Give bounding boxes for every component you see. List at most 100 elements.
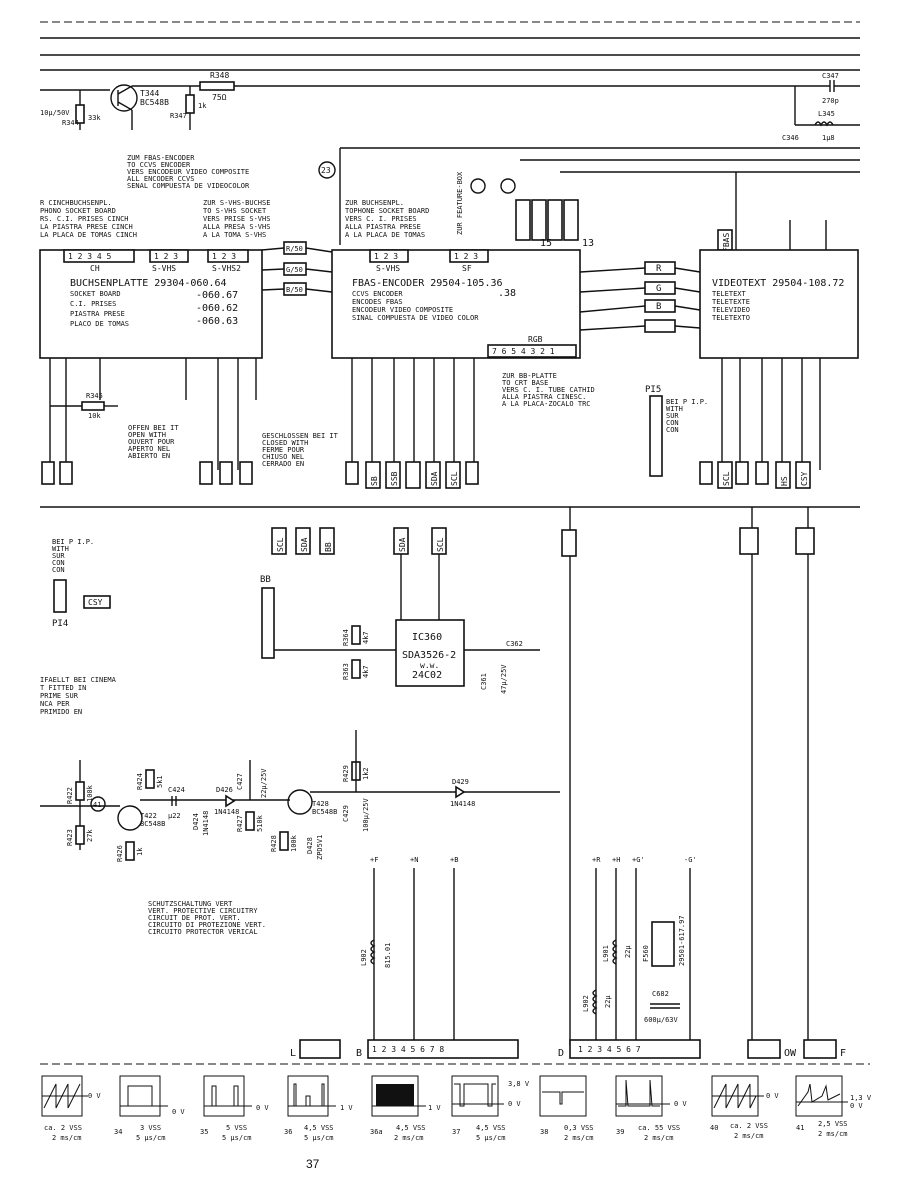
csy-box	[83, 595, 111, 609]
fbas-sf-connector	[449, 249, 489, 263]
buchsenplatte-board	[39, 249, 263, 359]
r429-value: 1k2	[362, 767, 370, 780]
svhs-label: S-VHS	[152, 264, 176, 273]
fbas-line-4: SINAL COMPUESTA DE VIDEO COLOR	[352, 314, 479, 322]
pin-ry	[547, 199, 563, 241]
l903-value: 815.01	[384, 943, 392, 968]
wave-36-value: 4,5 VSS	[304, 1124, 334, 1132]
svg-text:CHIUSO NEL: CHIUSO NEL	[262, 453, 304, 461]
ch-label: CH	[90, 264, 100, 273]
rgb-connector	[487, 344, 577, 358]
page-number: 37	[306, 1157, 320, 1171]
wave-36-time: 5 µs/cm	[304, 1134, 334, 1142]
buchsen-line-4: PLACO DE TOMAS	[70, 320, 129, 328]
transistor-t422-symbol	[117, 805, 143, 831]
svg-text:TOPHONE SOCKET BOARD: TOPHONE SOCKET BOARD	[345, 207, 429, 215]
wire	[117, 101, 133, 111]
wave-39-value: ca. 55 VSS	[638, 1124, 680, 1132]
waveform-panel-37	[451, 1075, 504, 1117]
csy-label: CSY	[800, 471, 809, 486]
c429-value: 100µ/25V	[362, 797, 370, 832]
svg-text:FERME POUR: FERME POUR	[262, 446, 305, 454]
svg-text:VERS PRISE S-VHS: VERS PRISE S-VHS	[203, 215, 270, 223]
resistor-r363	[351, 659, 361, 679]
wave-37-value: 4,5 VSS	[476, 1124, 506, 1132]
svg-text:RS. C.I. PRISES CINCH: RS. C.I. PRISES CINCH	[40, 215, 129, 223]
sda-bb-label: SDA	[300, 537, 309, 552]
wave-41-ref: 1,3 V	[850, 1094, 872, 1102]
waveform-panel-35	[203, 1075, 252, 1117]
wave-39-time: 2 ms/cm	[644, 1134, 674, 1142]
ssb-label: SSB	[390, 471, 399, 486]
svg-text:ALL ENCODER CCVS: ALL ENCODER CCVS	[127, 175, 194, 183]
connector-d-pins: 1 2 3 4 5 6 7	[578, 1045, 641, 1054]
transistor-t344-symbol	[110, 84, 138, 112]
svg-text:OUVERT POUR: OUVERT POUR	[128, 438, 175, 446]
r344-value: 33k	[88, 114, 101, 122]
r422-ref: R422	[66, 787, 74, 804]
connector-ow-label: OW	[784, 1048, 797, 1059]
svg-text:OPEN WITH: OPEN WITH	[128, 431, 166, 439]
connector-b	[367, 1039, 519, 1059]
r423-value: 27k	[86, 829, 94, 842]
svg-text:ABIERTO EN: ABIERTO EN	[128, 452, 170, 460]
r345-ref: R345	[86, 392, 103, 400]
wave-39-ref: 0 V	[674, 1100, 687, 1108]
svg-text:SENAL COMPUESTA DE VIDEOCOLOR: SENAL COMPUESTA DE VIDEOCOLOR	[127, 182, 250, 190]
wave-40-num: 40	[710, 1124, 718, 1132]
c429-ref: C429	[342, 805, 350, 822]
waveform-panel-40	[711, 1075, 764, 1117]
fbas-encoder-board	[331, 249, 581, 359]
wave-41-time: 2 ms/cm	[818, 1130, 848, 1138]
ic360-ref: IC360	[412, 632, 442, 643]
scl-bb-box	[271, 527, 287, 555]
svhs2-pins: 1 2 3	[212, 252, 236, 261]
bb-box	[319, 527, 335, 555]
svg-text:VERS C. I. PRISES: VERS C. I. PRISES	[345, 215, 417, 223]
resistor-r424	[145, 769, 155, 789]
svg-text:WITH: WITH	[52, 545, 69, 553]
wire	[305, 288, 333, 293]
buchsen-title: BUCHSENPLATTE 29304-060.64	[70, 278, 227, 289]
svg-text:CON: CON	[52, 566, 65, 574]
l903-ref: L902	[360, 949, 368, 966]
r428-ref: R428	[270, 835, 278, 852]
lower-vertical-wires	[49, 358, 821, 470]
test-point-23-label: 23	[321, 166, 331, 175]
diode-d426	[225, 794, 236, 808]
svg-text:GESCHLOSSEN BEI IT: GESCHLOSSEN BEI IT	[262, 432, 339, 440]
r427-ref: R427	[236, 815, 244, 832]
pin-y	[515, 199, 531, 241]
svg-text:VERS C. I. TUBE CATHID: VERS C. I. TUBE CATHID	[502, 386, 595, 394]
t422-ref: T422	[140, 812, 157, 820]
svhs-connector	[149, 249, 189, 263]
svg-text:CERRADO EN: CERRADO EN	[262, 460, 304, 468]
r50-label: R/50	[286, 245, 303, 253]
sb-label: SB	[370, 476, 379, 486]
svg-text:R CINCHBUCHSENPL.: R CINCHBUCHSENPL.	[40, 199, 112, 207]
wave-34-value: 3 VSS	[140, 1124, 161, 1132]
videotext-line-2: TELETEXTE	[712, 298, 750, 306]
fbas-line-1: CCVS ENCODER	[352, 290, 403, 298]
c427-value: 22µ/25V	[260, 768, 268, 798]
wire	[305, 247, 333, 253]
svg-text:SUR: SUR	[666, 412, 679, 420]
wave-34-time: 5 µs/cm	[136, 1134, 166, 1142]
d426-ref: D426	[216, 786, 233, 794]
rgb-pins: 7 6 5 4 3 2 1	[492, 347, 555, 356]
wave-35-ref: 0 V	[256, 1104, 269, 1112]
svg-text:OFFEN BEI IT: OFFEN BEI IT	[128, 424, 179, 432]
d426-type: 1N4148	[214, 808, 239, 816]
r344-ref: R344	[62, 119, 79, 127]
ic360	[395, 619, 465, 687]
csy-box-label: CSY	[88, 598, 103, 607]
scl-ic-label: SCL	[436, 537, 445, 552]
rail-plus-h: +H	[612, 856, 620, 864]
wire	[117, 85, 133, 95]
svg-text:ZUR S-VHS-BUCHSE: ZUR S-VHS-BUCHSE	[203, 199, 270, 207]
wave-0-ref: 0 V	[88, 1092, 101, 1100]
wave-41-ref0: 0 V	[850, 1102, 863, 1110]
svg-text:T FITTED IN: T FITTED IN	[40, 684, 86, 692]
l345-value: 1µ8	[822, 134, 835, 142]
pi5-label: PI5	[645, 385, 661, 395]
